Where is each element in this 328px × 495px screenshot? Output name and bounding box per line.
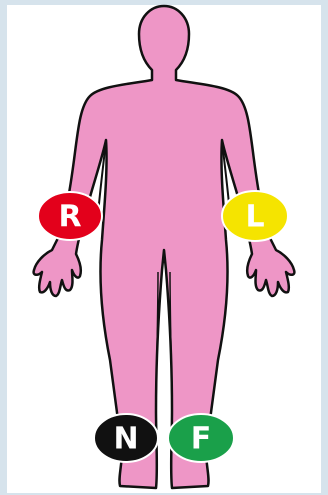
electrode-r: R [38,192,102,240]
electrode-l: L [222,191,288,241]
body-silhouette [34,6,295,488]
electrode-f-label: F [191,422,212,457]
electrode-l-label: L [245,200,264,235]
electrode-r-label: R [58,200,81,235]
electrode-n: N [94,414,158,462]
electrode-f: F [168,414,234,462]
electrode-n-label: N [113,422,138,457]
